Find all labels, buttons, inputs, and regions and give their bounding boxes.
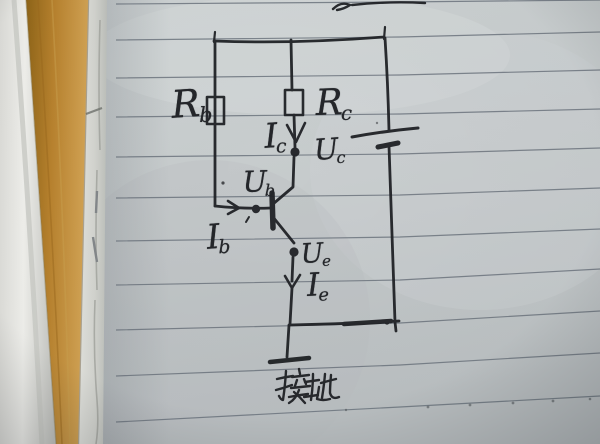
label-ib-sub: b: [218, 236, 231, 259]
label-ib: Ib: [205, 217, 231, 259]
label-rc: Rc: [314, 82, 352, 125]
label-rc-sub: c: [340, 101, 352, 125]
label-ic-sub: c: [276, 136, 287, 158]
label-ue: Ue: [300, 238, 330, 271]
label-rb-main: R: [169, 81, 201, 127]
label-ground: 接地: [272, 370, 334, 402]
label-ic: Ic: [263, 116, 287, 158]
label-ie-sub: e: [318, 285, 328, 306]
label-rb: Rb: [169, 81, 212, 128]
label-uc: Uc: [312, 131, 346, 167]
label-uc-sub: c: [336, 147, 346, 167]
label-rc-main: R: [314, 82, 343, 124]
label-ie: Ie: [305, 265, 328, 305]
label-rb-sub: b: [198, 102, 212, 128]
label-ub-main: U: [241, 164, 267, 199]
label-ie-main: I: [305, 265, 320, 304]
label-ue-sub: e: [321, 252, 330, 271]
label-ub: Ub: [241, 164, 275, 200]
label-ub-sub: b: [265, 180, 275, 200]
label-uc-main: U: [312, 131, 339, 167]
